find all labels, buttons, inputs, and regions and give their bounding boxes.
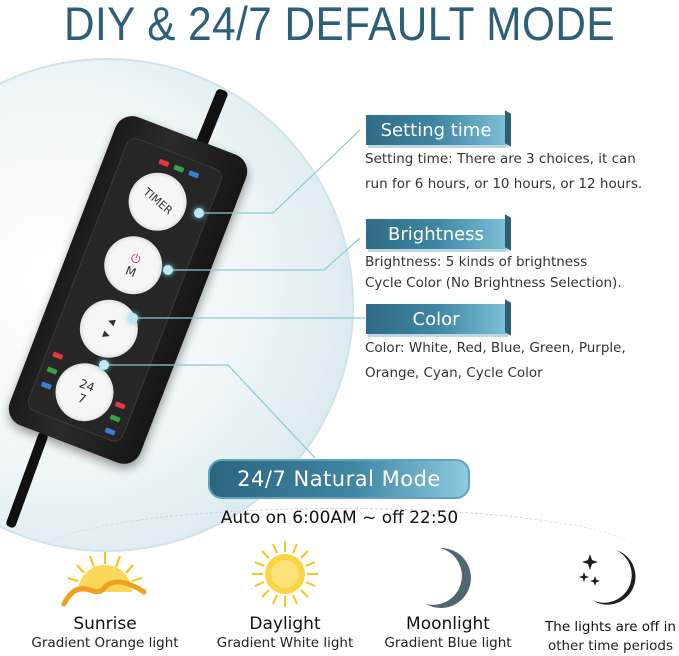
mode-off: The lights are off in other time periods	[538, 540, 679, 656]
callout-dot-arrows	[128, 313, 138, 323]
desc-setting-time-line1: Setting time: There are 3 choices, it ca…	[365, 151, 636, 167]
mode-daylight-sub: Gradient White light	[216, 635, 354, 651]
tag-setting-time: Setting time	[366, 115, 506, 145]
power-mode-labels: ⏻ M	[123, 250, 143, 280]
led-12h	[188, 170, 200, 179]
arrow-right-icon: ▶	[101, 329, 112, 342]
natural-mode-label: 24/7 Natural Mode	[237, 467, 441, 491]
desc-setting-time: Setting time: There are 3 choices, it ca…	[365, 147, 642, 197]
tag-setting-time-label: Setting time	[380, 119, 492, 141]
moon-icon	[368, 540, 528, 608]
tag-color: Color	[366, 304, 506, 334]
desc-brightness-line1: Brightness: 5 kinds of brightness	[365, 254, 588, 270]
sun-icon	[200, 540, 370, 608]
led-left-green	[46, 366, 58, 375]
mode-off-line2: other time periods	[547, 638, 674, 654]
callout-dot-timer	[194, 208, 204, 218]
mode-sunrise: Sunrise Gradient Orange light	[20, 540, 190, 653]
sunrise-icon	[20, 540, 190, 608]
page-title: DIY & 24/7 DEFAULT MODE	[63, 0, 616, 50]
tag-brightness: Brightness	[366, 219, 506, 249]
arrow-labels: ◀ ▶	[101, 314, 117, 343]
mode-daylight-name: Daylight	[249, 614, 321, 634]
mode-sunrise-sub: Gradient Orange light	[31, 635, 179, 651]
color-arrows-button[interactable]: ◀ ▶	[71, 291, 147, 367]
tag-brightness-label: Brightness	[388, 223, 484, 245]
led-right-blue	[104, 427, 116, 436]
mode-off-line1: The lights are off in	[545, 619, 676, 635]
mode-moonlight-name: Moonlight	[406, 614, 490, 634]
callout-dot-power	[163, 265, 173, 275]
led-right-red	[114, 401, 126, 410]
natural-mode-labels: 24 7	[72, 376, 97, 408]
mode-moonlight: Moonlight Gradient Blue light	[368, 540, 528, 653]
led-6h	[158, 158, 170, 168]
power-mode-button[interactable]: ⏻ M	[95, 227, 171, 303]
desc-setting-time-line2: run for 6 hours, or 10 hours, or 12 hour…	[365, 176, 643, 192]
desc-brightness: Brightness: 5 kinds of brightness Cycle …	[365, 250, 622, 296]
led-right-green	[109, 414, 121, 423]
led-left-red	[52, 351, 64, 360]
mode-daylight: Daylight Gradient White light	[200, 540, 370, 653]
dashed-arc	[40, 508, 640, 599]
schedule-text: Auto on 6:00AM ~ off 22:50	[220, 508, 459, 528]
tag-color-label: Color	[412, 308, 460, 330]
led-10h	[173, 164, 185, 173]
mode-moonlight-sub: Gradient Blue light	[384, 635, 512, 651]
mode-sunrise-name: Sunrise	[73, 614, 137, 634]
led-left-blue	[40, 381, 52, 390]
timer-button[interactable]: TIMER	[120, 164, 196, 240]
desc-color-line1: Color: White, Red, Blue, Green, Purple,	[365, 340, 626, 356]
desc-color: Color: White, Red, Blue, Green, Purple, …	[365, 336, 626, 386]
desc-color-line2: Orange, Cyan, Cycle Color	[365, 365, 543, 381]
moon-stars-icon	[538, 540, 679, 608]
mode-label: M	[123, 263, 139, 281]
callout-dot-natural	[99, 360, 109, 370]
desc-brightness-line2: Cycle Color (No Brightness Selection).	[365, 275, 622, 291]
timer-label: TIMER	[140, 185, 176, 218]
natural-mode-banner: 24/7 Natural Mode	[208, 459, 470, 499]
